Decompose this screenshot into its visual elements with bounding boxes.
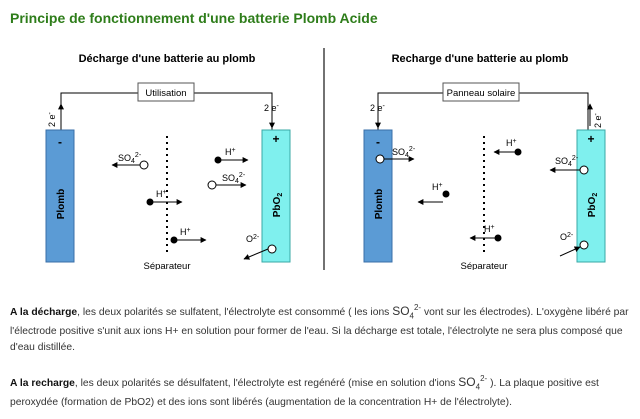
svg-text:SO42-: SO42- (118, 152, 142, 165)
separator-label-recharge: Séparateur (460, 261, 507, 270)
svg-text:O2-: O2- (246, 234, 260, 244)
negative-plate-label-recharge: Plomb (374, 189, 385, 220)
separator-label: Séparateur (143, 261, 190, 270)
svg-text:SO42-: SO42- (222, 172, 246, 185)
recharge-paragraph: A la recharge, les deux polarités se dés… (10, 371, 630, 411)
discharge-panel: Décharge d'une batterie au plomb Utilisa… (45, 53, 291, 270)
discharge-heading: Décharge d'une batterie au plomb (79, 53, 256, 65)
svg-text:SO42-: SO42- (392, 146, 416, 159)
ion-h-right-2: H+ (493, 138, 522, 156)
ion-o-left: O2- (243, 234, 277, 260)
load-label: Utilisation (145, 88, 186, 99)
svg-text:H+: H+ (484, 224, 495, 234)
electron-label-left: 2 e- (47, 111, 57, 127)
ion-h-left-2: H+ (214, 147, 249, 164)
ion-so4-left-2: SO42- (207, 172, 247, 190)
ion-so4-left-1: SO42- (111, 152, 149, 170)
negative-plate-recharge (363, 129, 393, 263)
recharge-text-2: ). La plaque positive est peroxydée (for… (10, 378, 599, 409)
svg-text:SO42-: SO42- (555, 155, 579, 168)
discharge-text-1: , les deux polarités se sulfatent, l'éle… (77, 307, 393, 318)
solar-panel-box (442, 82, 520, 102)
negative-plate (45, 129, 75, 263)
negative-sign: - (58, 135, 62, 149)
solar-panel-label: Panneau solaire (447, 88, 516, 99)
svg-text:H+: H+ (432, 182, 443, 192)
discharge-ion: SO42- (392, 303, 422, 321)
recharge-ion: SO42- (458, 374, 488, 392)
recharge-panel: Recharge d'une batterie au plomb Panneau… (363, 53, 606, 270)
electron-label-right-recharge: 2 e- (593, 112, 603, 128)
ion-h-left-1: H+ (146, 189, 183, 206)
positive-plate-label-recharge: PbO2 (587, 193, 599, 218)
svg-text:O2-: O2- (560, 232, 574, 242)
ion-o-right: O2- (559, 232, 589, 257)
svg-text:H+: H+ (180, 227, 191, 237)
recharge-lead: A la recharge (10, 378, 75, 389)
page-title: Principe de fonctionnement d'une batteri… (10, 10, 378, 26)
recharge-heading: Recharge d'une batterie au plomb (392, 53, 569, 65)
ion-h-right-1: H+ (417, 182, 450, 205)
svg-text:H+: H+ (225, 147, 236, 157)
ion-h-left-3: H+ (170, 227, 207, 244)
discharge-paragraph: A la décharge, les deux polarités se sul… (10, 300, 630, 356)
electron-label-right: 2 e- (264, 103, 280, 113)
ion-so4-right-1: SO42- (375, 146, 416, 164)
positive-sign: + (272, 132, 279, 146)
svg-text:H+: H+ (156, 189, 167, 199)
ion-so4-right-2: SO42- (549, 155, 589, 175)
svg-text:H+: H+ (506, 138, 517, 148)
discharge-text-2: vont sur les électrodes). L'oxygène libé… (10, 307, 629, 354)
battery-diagram: Décharge d'une batterie au plomb Utilisa… (45, 48, 606, 270)
positive-plate (261, 129, 291, 263)
positive-plate-label: PbO2 (272, 193, 284, 218)
negative-plate-label: Plomb (56, 189, 67, 220)
ion-h-right-3: H+ (469, 224, 502, 242)
load-box (137, 82, 195, 102)
recharge-text-1: , les deux polarités se désulfatent, l'é… (74, 378, 459, 389)
positive-plate-recharge (576, 129, 606, 263)
electron-label-left-recharge: 2 e- (370, 103, 386, 113)
discharge-lead: A la décharge (10, 307, 78, 318)
negative-sign-recharge: - (376, 135, 380, 149)
positive-sign-recharge: + (587, 132, 594, 146)
